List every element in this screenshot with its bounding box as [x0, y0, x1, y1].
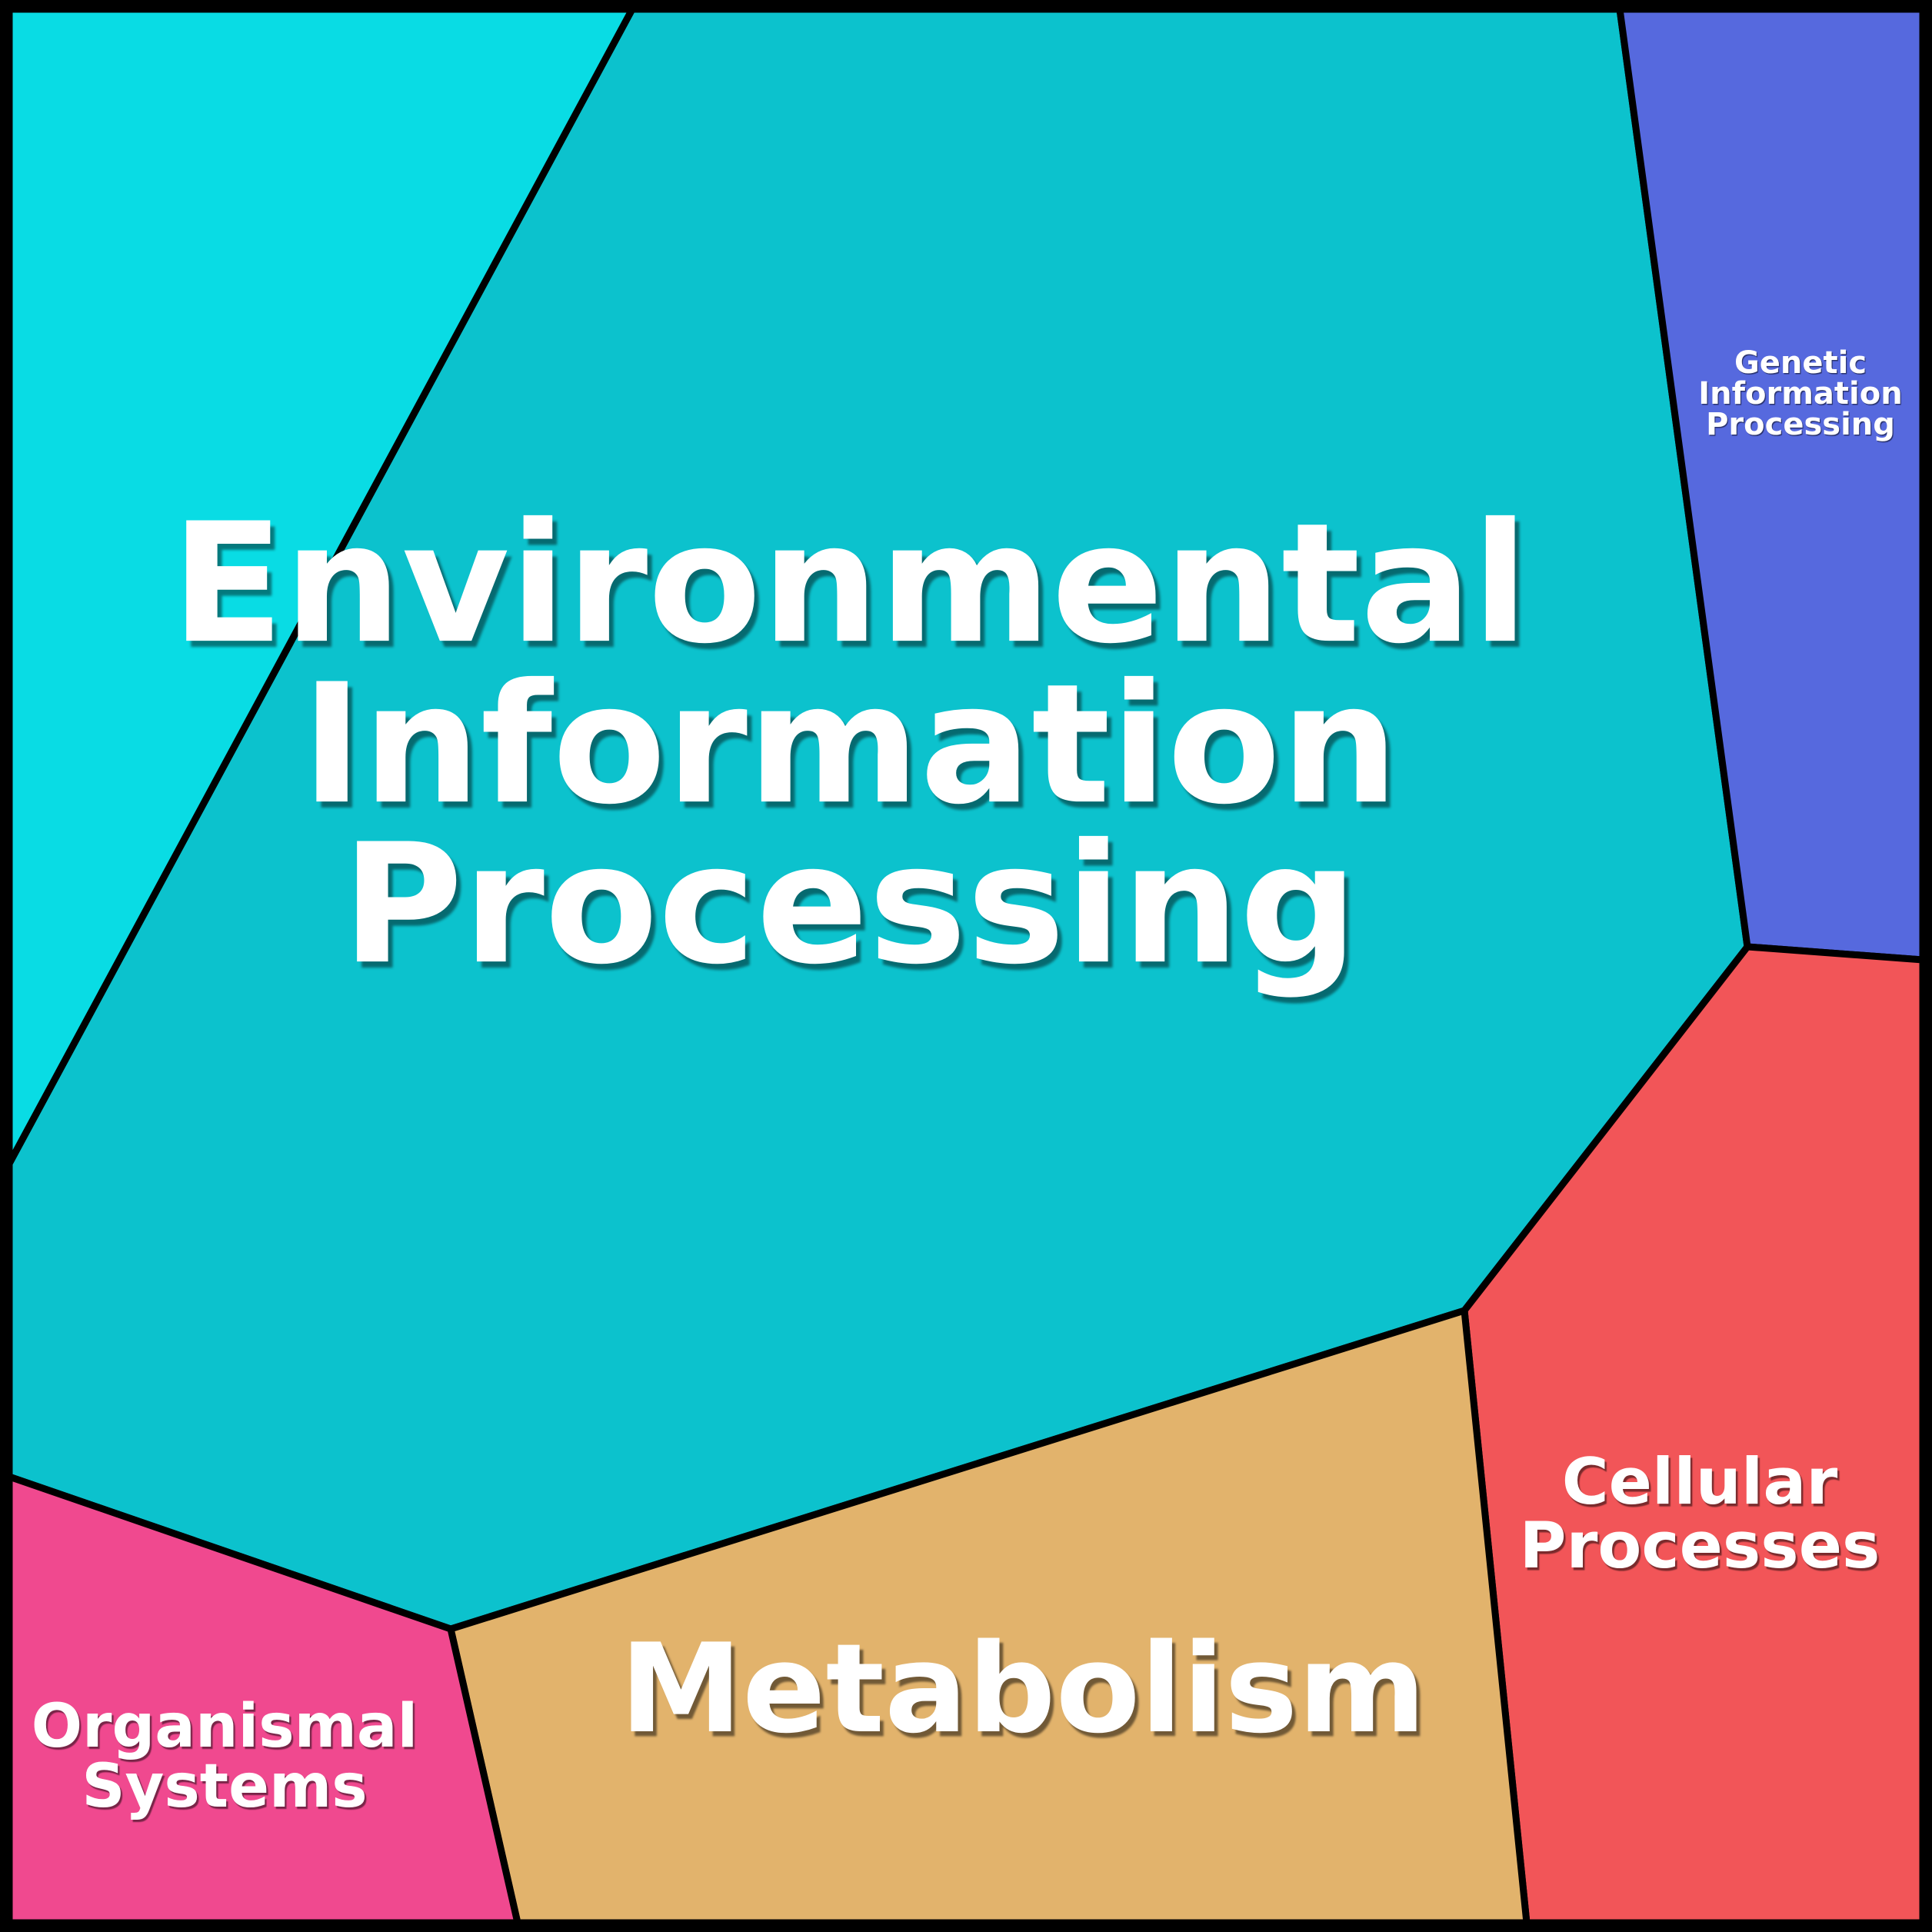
treemap-canvas	[9, 9, 1923, 1923]
voronoi-treemap: Environmental Information Processing Gen…	[9, 9, 1923, 1923]
